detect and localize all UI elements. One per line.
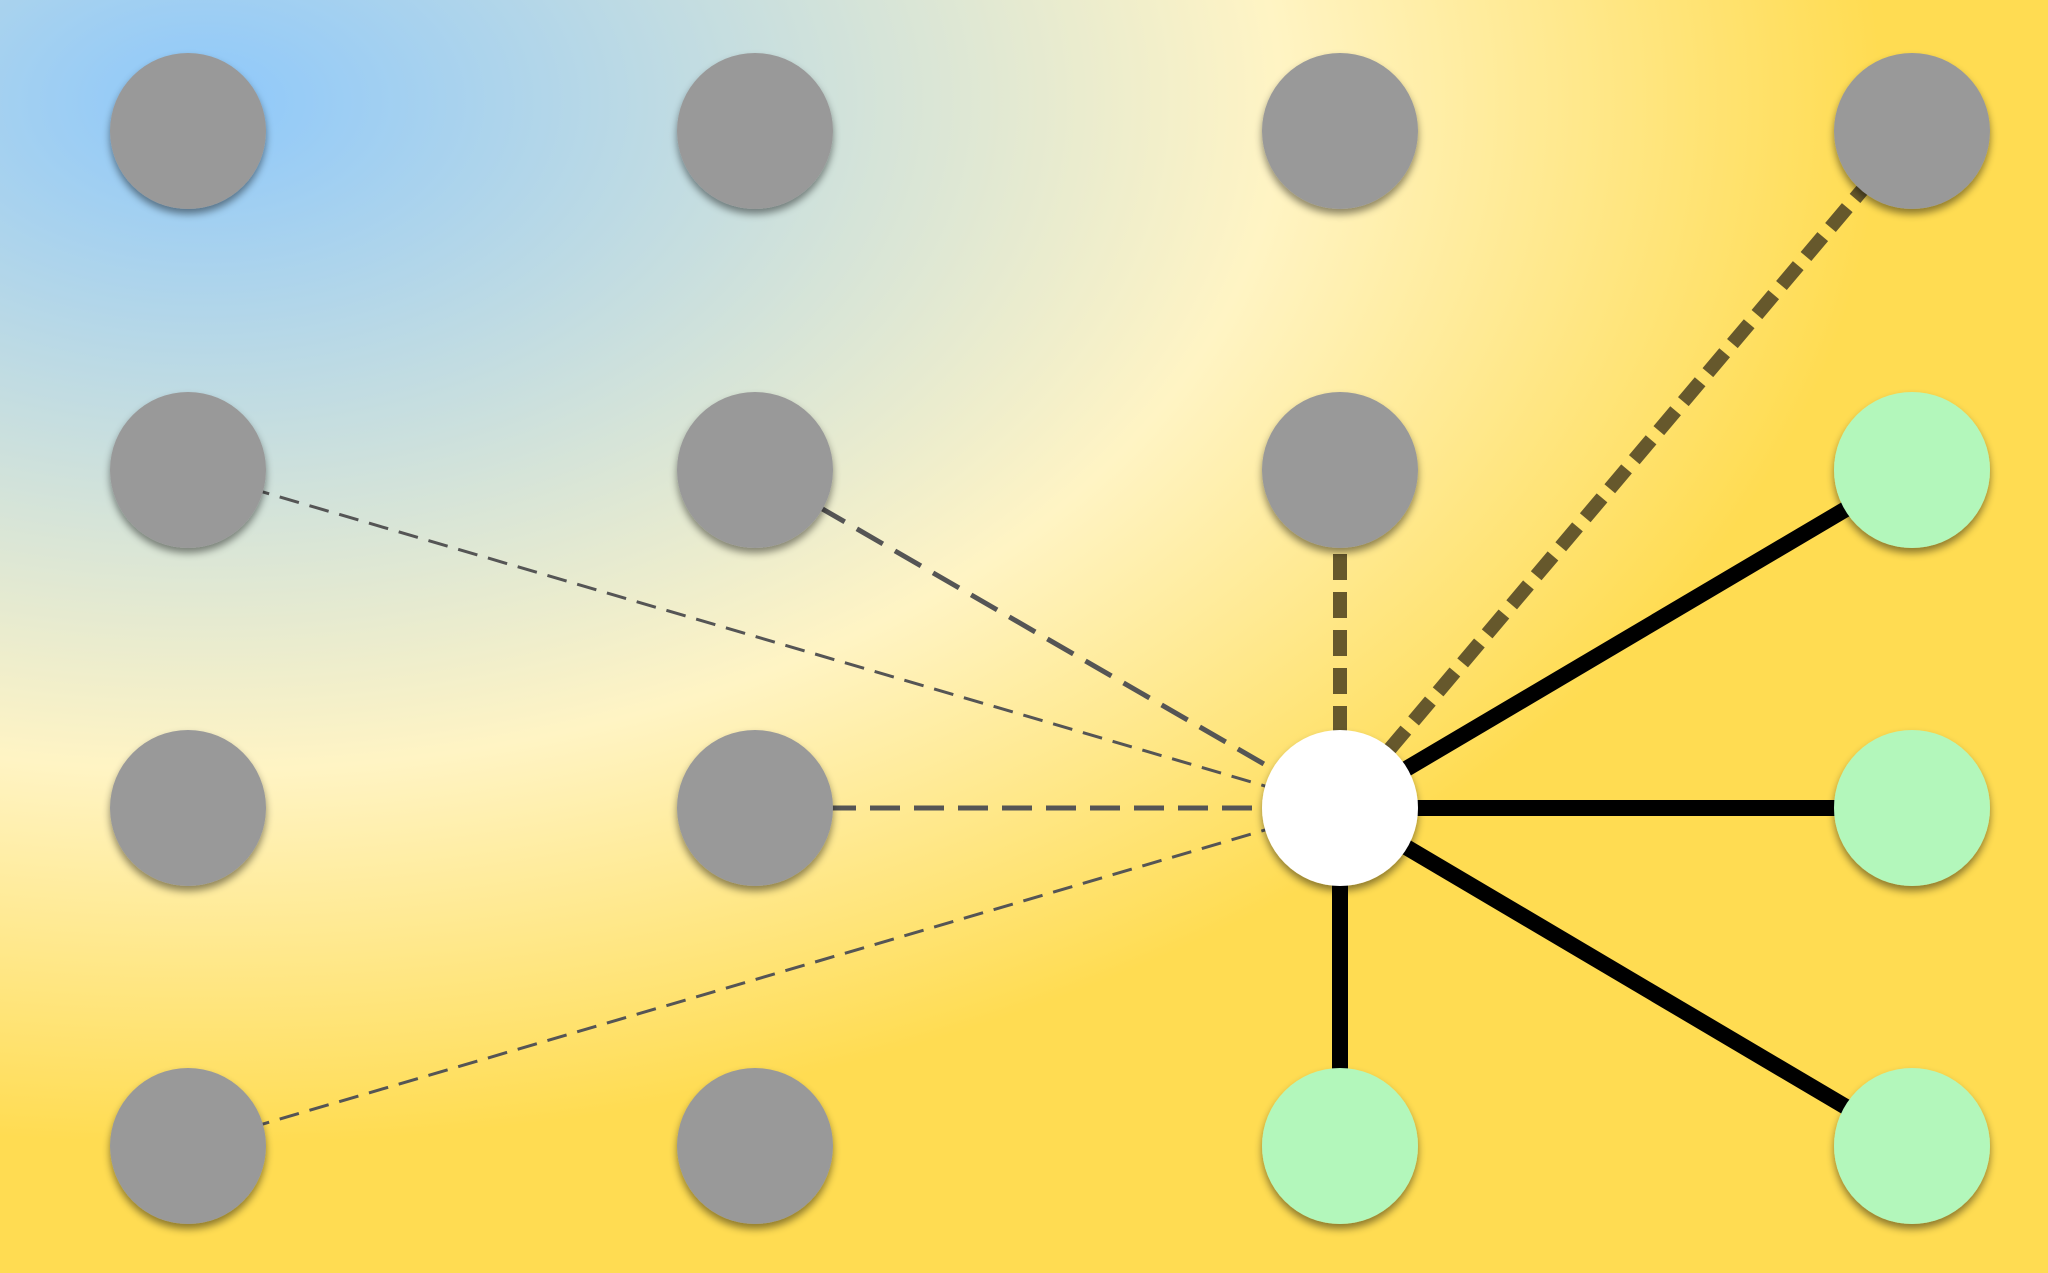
node-r1c4-inactive	[1834, 53, 1990, 209]
node-r3c1-inactive	[110, 730, 266, 886]
node-r3c2-inactive	[677, 730, 833, 886]
edge-r3c3-r4c1-thin-dashed	[187, 806, 1341, 1148]
node-r1c2-inactive	[677, 53, 833, 209]
node-r2c2-inactive	[677, 392, 833, 548]
node-r2c3-inactive	[1262, 392, 1418, 548]
node-r2c1-inactive	[110, 392, 266, 548]
edge-r3c3-r2c1-thin-dashed	[187, 468, 1341, 810]
node-r1c3-inactive	[1262, 53, 1418, 209]
nodes-layer	[110, 53, 1990, 1224]
edge-r3c3-r1c4-dark-dashed	[1334, 126, 1918, 813]
node-r4c3-connected	[1262, 1068, 1418, 1224]
node-r3c4-connected	[1834, 730, 1990, 886]
edge-r3c3-r2c2-dashed	[753, 467, 1342, 811]
node-r4c1-inactive	[110, 1068, 266, 1224]
node-r3c3-center	[1262, 730, 1418, 886]
node-r1c1-inactive	[110, 53, 266, 209]
node-r2c4-connected	[1834, 392, 1990, 548]
node-r4c4-connected	[1834, 1068, 1990, 1224]
edge-r3c3-r4c4-solid	[1335, 801, 1917, 1153]
node-r4c2-inactive	[677, 1068, 833, 1224]
edge-r3c3-r2c4-solid	[1335, 463, 1917, 815]
